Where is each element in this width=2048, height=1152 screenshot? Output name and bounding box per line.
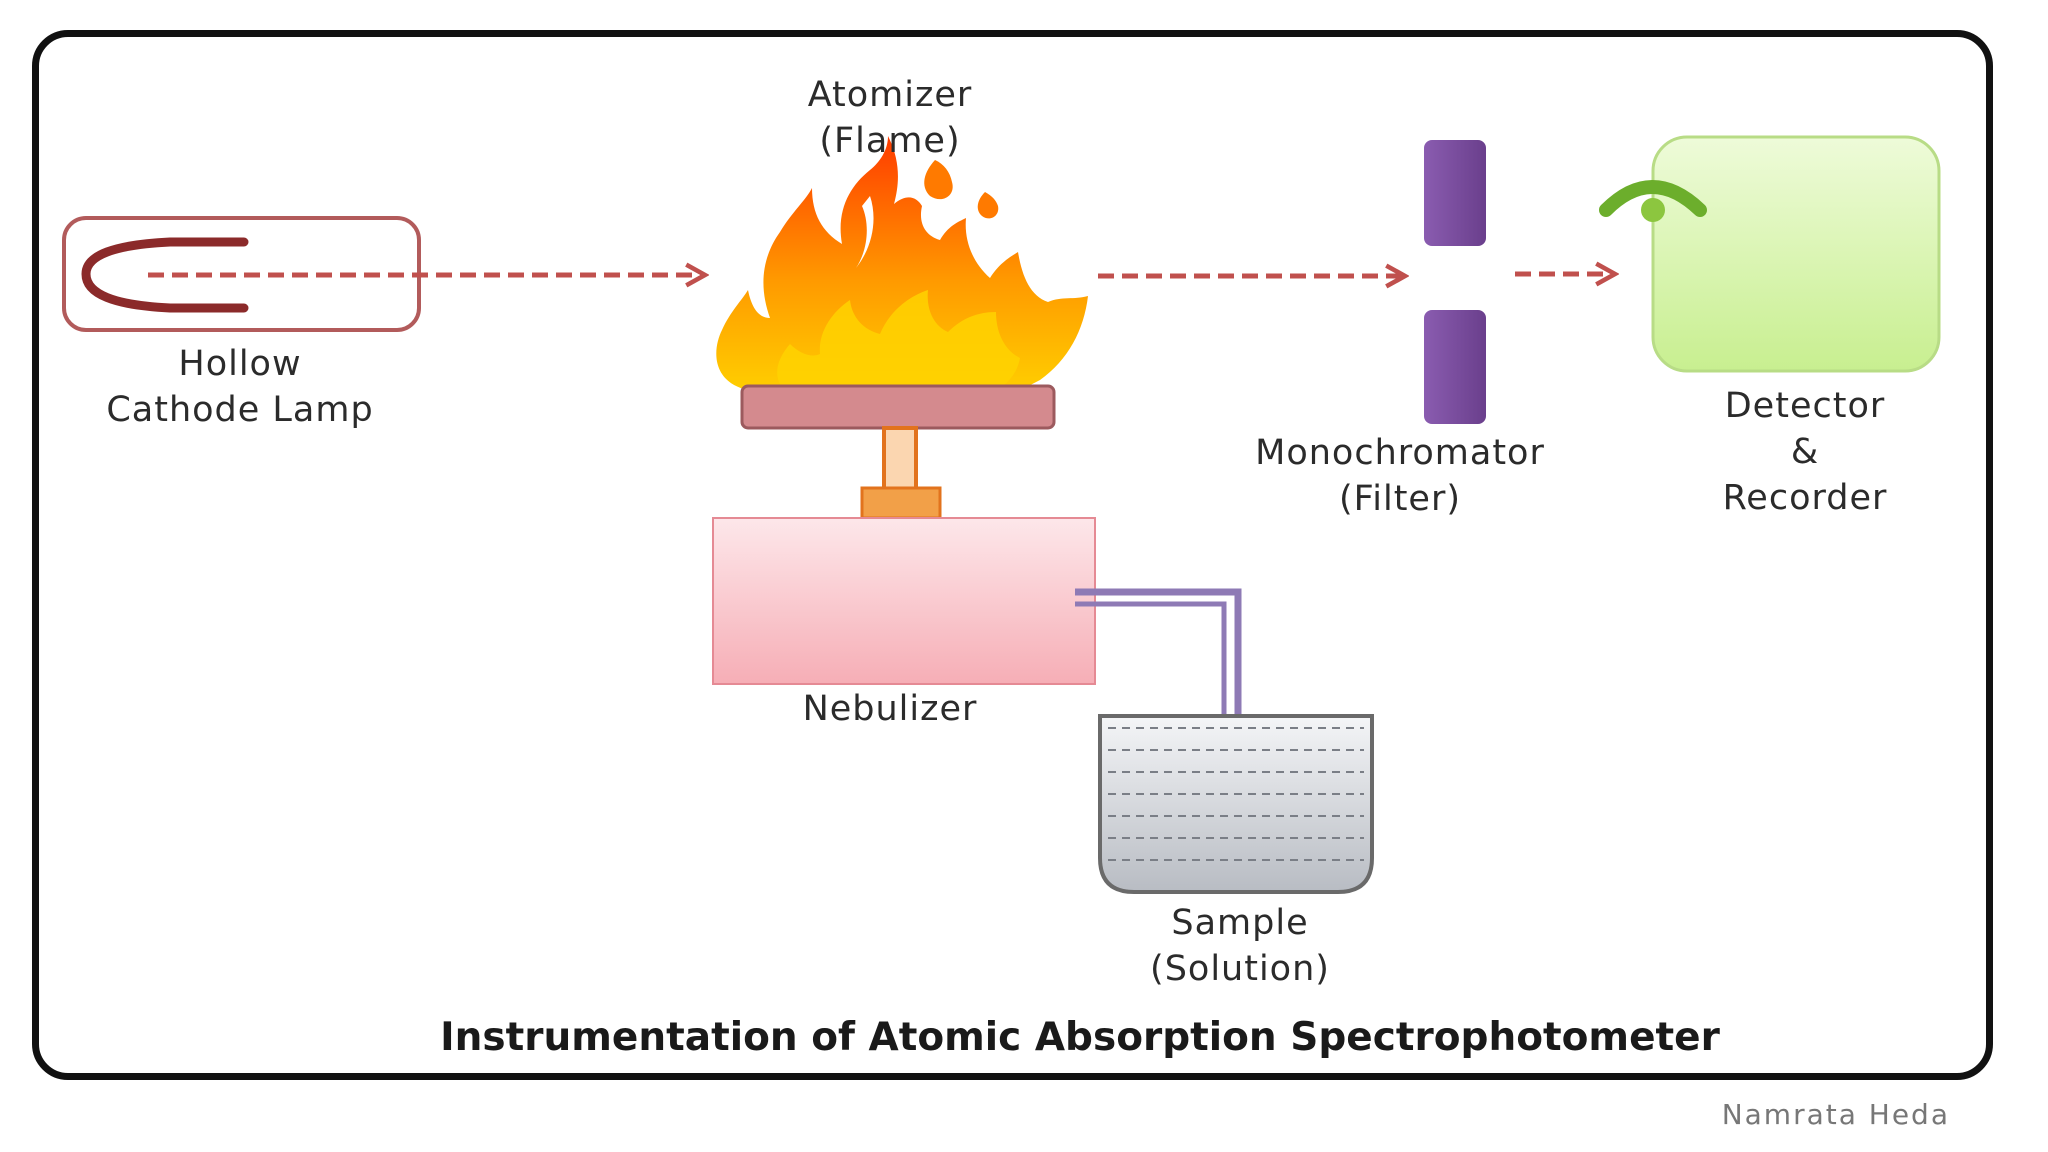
label-monochromator: Monochromator (Filter) bbox=[1255, 433, 1545, 519]
detector-sensor-dot bbox=[1641, 198, 1665, 222]
sample-beaker bbox=[1098, 714, 1374, 894]
monochromator-slit bbox=[1424, 140, 1486, 424]
flame-core bbox=[777, 290, 1020, 402]
label-sample: Sample (Solution) bbox=[1150, 903, 1330, 989]
capillary-tube bbox=[1075, 588, 1242, 752]
label-hollow-cathode-lamp: Hollow Cathode Lamp bbox=[106, 344, 374, 430]
flame-icon bbox=[716, 136, 1088, 402]
flame-drop-2 bbox=[977, 192, 999, 219]
flame-drop-1 bbox=[924, 160, 953, 200]
burner-connector bbox=[860, 486, 942, 520]
label-atomizer: Atomizer (Flame) bbox=[807, 75, 973, 161]
capillary-tube-inner bbox=[1075, 601, 1227, 752]
diagram-title: Instrumentation of Atomic Absorption Spe… bbox=[440, 1015, 1720, 1060]
flame-white-notch-2 bbox=[960, 196, 992, 268]
detector-recorder bbox=[1599, 135, 1941, 373]
detector-box bbox=[1651, 135, 1941, 373]
monochromator-upper-bar bbox=[1424, 140, 1486, 246]
author-credit: Namrata Heda bbox=[1721, 1098, 1950, 1131]
beaker-body bbox=[1098, 714, 1374, 894]
burner-stem bbox=[882, 426, 918, 492]
detector-sensor-icon bbox=[1599, 180, 1707, 217]
label-detector-recorder: Detector & Recorder bbox=[1722, 386, 1888, 518]
monochromator-lower-bar bbox=[1424, 310, 1486, 424]
burner-head bbox=[740, 384, 1056, 430]
nebulizer-box bbox=[712, 517, 1096, 685]
lamp-cathode bbox=[81, 237, 249, 313]
flame-white-notch bbox=[856, 196, 874, 268]
label-nebulizer: Nebulizer bbox=[802, 689, 978, 729]
